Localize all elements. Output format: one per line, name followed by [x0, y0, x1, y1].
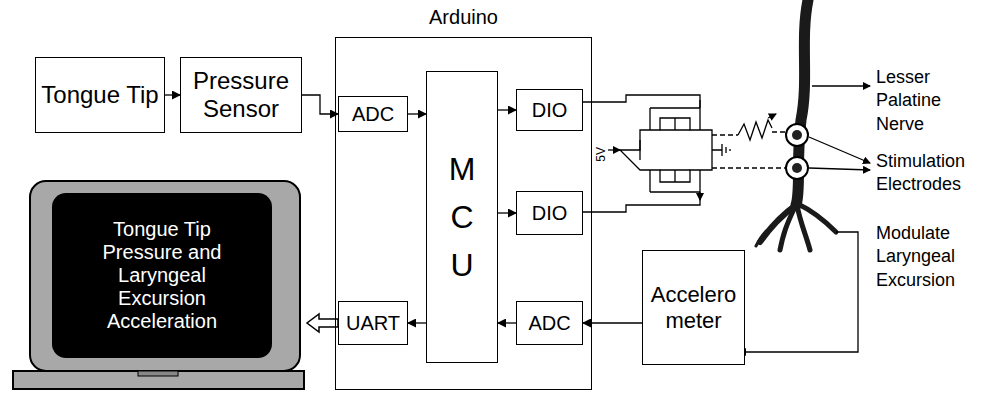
nerve	[756, 0, 836, 250]
laptop-display: Tongue Tip Pressure and Laryngeal Excurs…	[12, 180, 305, 392]
sensor-box: Pressure Sensor	[180, 57, 302, 133]
wire	[608, 149, 620, 150]
arduino-board: ArduinoADCM C UDIODIOUARTADC	[335, 37, 592, 390]
accelerometer-box: Accelero meter	[642, 250, 745, 365]
resistor-symbol	[768, 114, 776, 118]
part-label: Modulate Laryngeal Excursion	[876, 222, 978, 292]
wire	[674, 118, 675, 182]
board-title: Arduino	[429, 6, 498, 29]
modulation-line	[739, 232, 858, 352]
signal-arrow	[408, 113, 426, 114]
leader-lines	[739, 86, 870, 352]
lead	[712, 167, 786, 168]
laptop-notch	[138, 371, 178, 376]
wire	[639, 140, 640, 160]
board-heading: Arduino	[336, 6, 591, 29]
switch-circuit	[582, 95, 730, 212]
laptop-base	[13, 371, 304, 389]
signal-arrow	[498, 322, 516, 323]
resistor-symbol	[738, 120, 772, 140]
leader-line	[809, 168, 870, 170]
node-text: UART	[346, 312, 400, 335]
node-text: DIO	[532, 202, 568, 225]
adc-block: ADC	[338, 96, 408, 132]
mcu-block: M C U	[426, 71, 498, 363]
hollow-arrow	[307, 314, 338, 332]
signal-arrow	[165, 94, 180, 95]
node-text: Tongue Tip Pressure and Laryngeal Excurs…	[78, 218, 246, 333]
screen-area: Tongue Tip Pressure and Laryngeal Excurs…	[58, 196, 266, 355]
adc-block: ADC	[516, 301, 583, 345]
laptop-lid	[30, 181, 300, 371]
process-box: Tongue Tip	[35, 57, 165, 133]
dio-block: DIO	[516, 191, 583, 235]
signal-arrow	[498, 212, 516, 213]
stimulation-electrodes	[786, 124, 808, 179]
lead	[772, 131, 786, 132]
part-label: Lesser Palatine Nerve	[876, 66, 976, 136]
electrode-leads	[712, 114, 786, 168]
voltage-label: 5V	[594, 138, 610, 162]
wire	[660, 130, 690, 170]
leader-line	[809, 137, 870, 163]
uart-block: UART	[338, 301, 408, 345]
wire	[582, 95, 700, 108]
dio-block: DIO	[516, 89, 583, 131]
signal-arrow	[302, 95, 338, 114]
node-text: Tongue Tip	[41, 81, 158, 109]
node-text: M C U	[444, 145, 479, 289]
part-label: Stimulation Electrodes	[876, 150, 978, 197]
wire	[582, 192, 700, 212]
leader-line	[812, 85, 870, 86]
node-text: DIO	[532, 99, 568, 122]
lead	[712, 134, 738, 135]
node-text: Pressure Sensor	[181, 67, 301, 122]
node-text: ADC	[352, 103, 394, 126]
laptop-screen	[52, 193, 272, 358]
node-text: Accelero meter	[643, 282, 744, 333]
signal-arrow	[498, 109, 516, 110]
signal-arrow	[408, 322, 426, 323]
node-text: ADC	[528, 312, 570, 335]
ground-symbol	[712, 144, 730, 156]
bridge	[620, 118, 712, 182]
wire	[699, 100, 700, 200]
